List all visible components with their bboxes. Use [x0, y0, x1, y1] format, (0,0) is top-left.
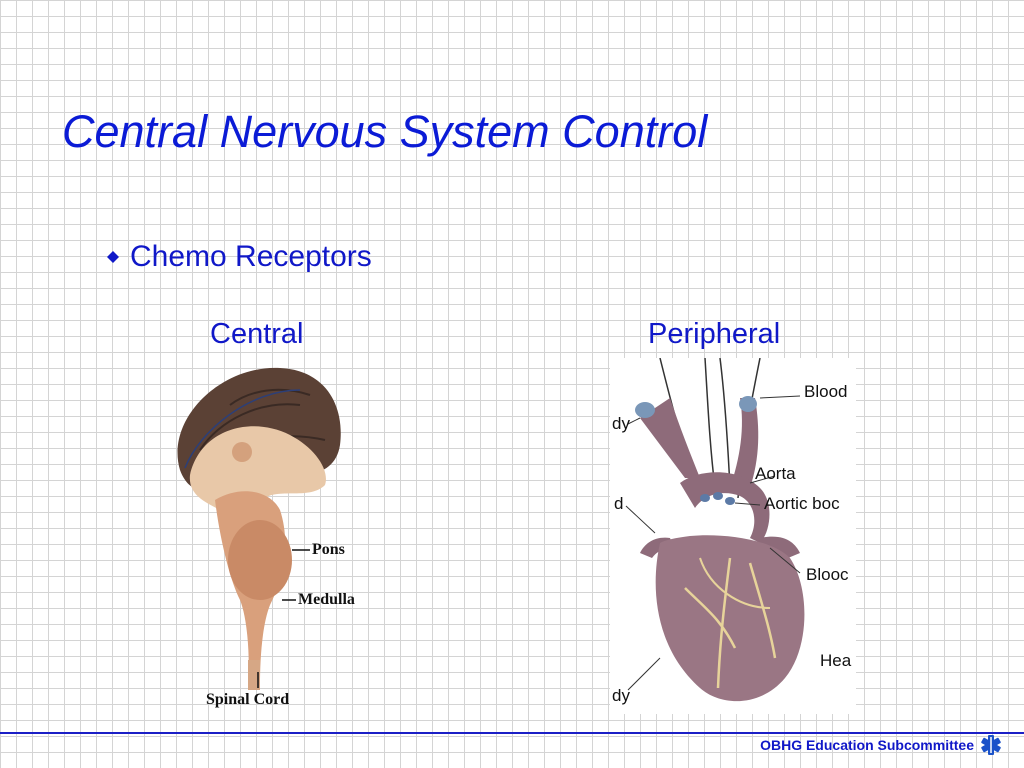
footer-divider: [0, 732, 1024, 734]
left-d-label: d: [614, 494, 624, 513]
blood-mid-label: Blooc: [806, 565, 849, 584]
slide-title: Central Nervous System Control: [62, 106, 708, 157]
peripheral-label: Peripheral: [648, 318, 781, 350]
heart-label: Hea: [820, 651, 852, 670]
blood-top-label: Blood: [804, 382, 848, 401]
heart-figure: [610, 357, 856, 714]
star-of-life-icon: [980, 734, 1002, 761]
footer-text: OBHG Education Subcommittee: [760, 737, 974, 753]
aortic-body-label: Aortic boc: [764, 494, 840, 513]
aorta-label: Aorta: [755, 464, 796, 483]
spinal-cord-label: Spinal Cord: [206, 691, 290, 708]
body-left-bottom-label: dy: [612, 686, 630, 705]
body-left-top-label: dy: [612, 414, 630, 433]
pons-label: Pons: [312, 541, 345, 558]
heart-illustration: [625, 357, 805, 702]
bullet-text: Chemo Receptors: [130, 240, 372, 273]
bullet-item: Chemo Receptors: [106, 240, 372, 274]
brain-figure: [160, 360, 390, 715]
brain-illustration: [177, 367, 341, 690]
central-label: Central: [210, 318, 304, 350]
medulla-label: Medulla: [298, 591, 355, 608]
diamond-bullet-icon: [107, 251, 119, 263]
